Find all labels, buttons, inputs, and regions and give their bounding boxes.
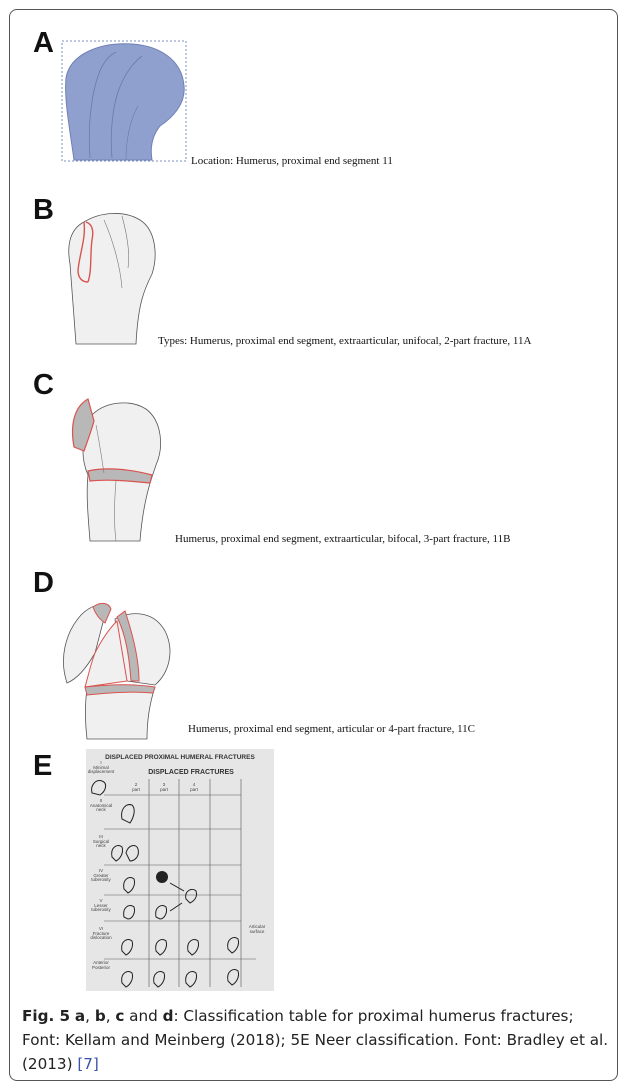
- neer-col-2-part-text: 2 part: [132, 782, 140, 792]
- neer-col-3-part-text: 3 part: [160, 782, 168, 792]
- panel-letter-b: B: [33, 196, 54, 225]
- caption-part-a: a: [75, 1007, 85, 1025]
- neer-classification-table: DISPLACED PROXIMAL HUMERAL FRACTURES DIS…: [86, 749, 274, 991]
- caption-part-b: b: [95, 1007, 106, 1025]
- four-part-fracture-illustration: [55, 593, 175, 743]
- panel-a-caption: Location: Humerus, proximal end segment …: [191, 155, 393, 167]
- neer-col-3-part: 3 part: [154, 783, 174, 792]
- panel-b-caption: Types: Humerus, proximal end segment, ex…: [158, 335, 531, 347]
- neer-col-2-part: 2 part: [126, 783, 146, 792]
- panel-letter-c: C: [33, 371, 54, 400]
- neer-row-iv: IV Greater tuberosity: [86, 869, 116, 883]
- neer-row-vi: VI Fracture dislocation: [86, 927, 116, 941]
- panel-c-caption: Humerus, proximal end segment, extraarti…: [175, 533, 510, 545]
- caption-sep-1: ,: [85, 1007, 95, 1025]
- humerus-location-illustration: [60, 40, 190, 165]
- figure-label: Fig. 5: [22, 1007, 70, 1025]
- figure-caption: Fig. 5 a, b, c and d: Classification tab…: [22, 1004, 612, 1076]
- neer-articular-surface-label: Articular surface: [242, 925, 272, 934]
- panel-d-caption: Humerus, proximal end segment, articular…: [188, 723, 475, 735]
- neer-col-4-part-text: 4 part: [190, 782, 198, 792]
- caption-sep-2: ,: [106, 1007, 116, 1025]
- reference-link[interactable]: [7]: [77, 1055, 99, 1073]
- bifocal-fracture-illustration: [60, 395, 170, 545]
- neer-row-v: V Lesser tuberosity: [86, 899, 116, 913]
- panel-letter-d: D: [33, 569, 54, 598]
- unifocal-fracture-illustration: [62, 208, 162, 348]
- neer-row-ant-post: Anterior Posterior: [86, 961, 116, 970]
- neer-row-ii: II Anatomical neck: [86, 799, 116, 813]
- caption-and: and: [124, 1007, 162, 1025]
- neer-row-i: I Minimal displacement: [86, 761, 116, 775]
- caption-part-c: c: [115, 1007, 124, 1025]
- panel-letter-a: A: [33, 29, 54, 58]
- neer-row-iii: III Surgical neck: [86, 835, 116, 849]
- neer-col-4-part: 4 part: [184, 783, 204, 792]
- caption-part-d: d: [163, 1007, 174, 1025]
- panel-letter-e: E: [33, 752, 52, 781]
